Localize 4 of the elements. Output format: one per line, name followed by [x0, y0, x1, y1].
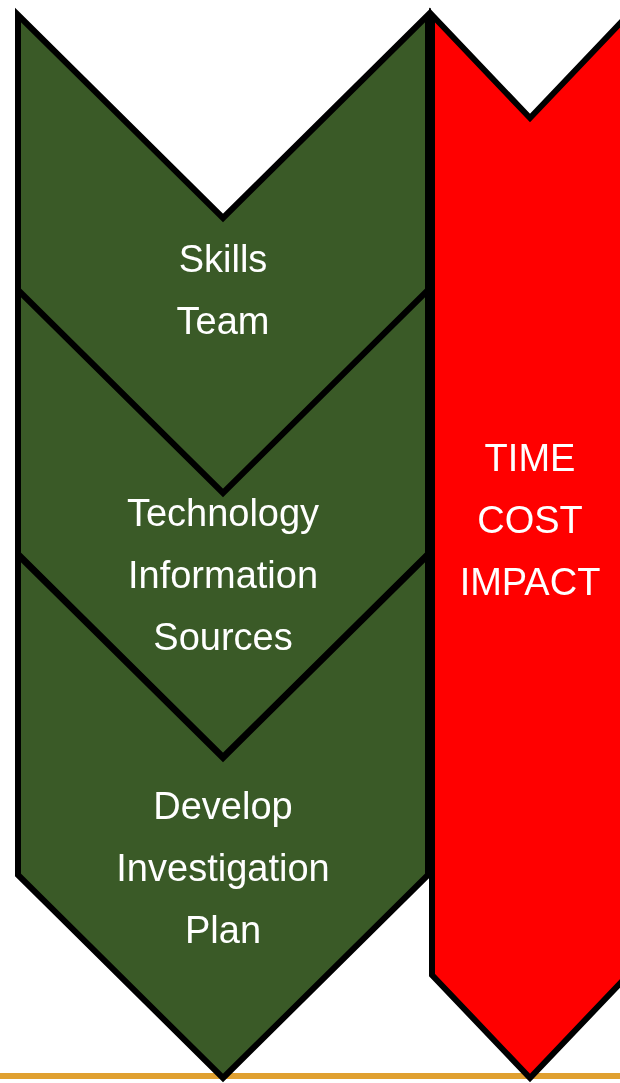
chevron-label: Skills Team [175, 237, 271, 344]
chevron-label: Develop Investigation Plan [115, 784, 331, 953]
chevron-label: TIME COST IMPACT [458, 436, 602, 605]
chevron-label: Technology Information Sources [125, 491, 321, 660]
